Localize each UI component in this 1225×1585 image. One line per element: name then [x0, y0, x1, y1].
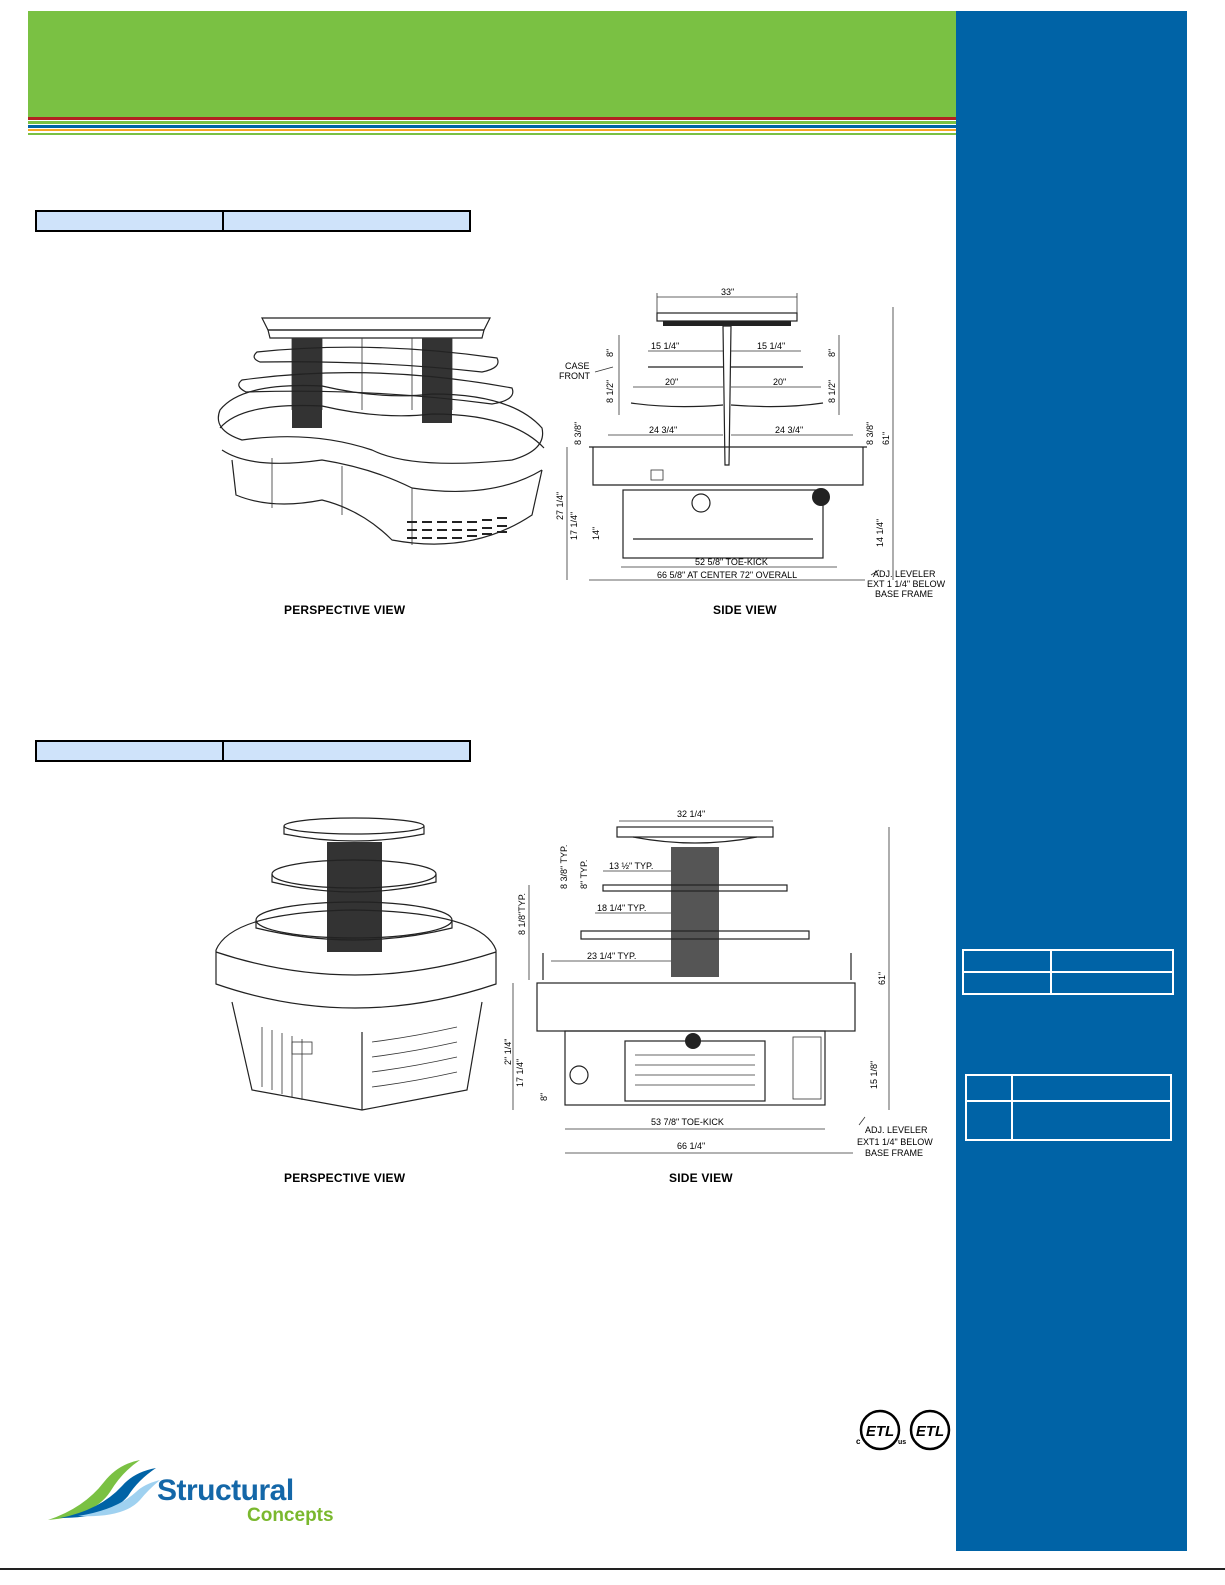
spec-cell	[35, 210, 224, 232]
etl-c: c	[856, 1437, 861, 1446]
dim-v8-left: 8"	[605, 349, 615, 357]
leveler-label-2: EXT 1 1/4" BELOW	[867, 579, 946, 589]
sidebar-table-1	[962, 949, 1174, 995]
structural-concepts-logo-mark	[48, 1460, 160, 1520]
sidebar-cell	[962, 949, 1052, 973]
dim2-shelf2: 18 1/4" TYP.	[597, 903, 646, 913]
dim2-h1518: 15 1/8"	[869, 1061, 879, 1089]
footer-rule	[0, 1568, 1225, 1570]
dim2-h8: 8"	[539, 1093, 549, 1101]
spec-table-2	[35, 740, 471, 762]
case-front-label-2: FRONT	[559, 371, 590, 381]
dim-overall-width: 66 5/8" AT CENTER 72" OVERALL	[657, 570, 797, 580]
etl-certification-marks: ETL ETL c us	[856, 1409, 951, 1451]
sidebar-cell	[1011, 1100, 1172, 1141]
perspective-view-drawing-2	[215, 817, 497, 1111]
dim2-v818: 8 1/8"TYP.	[517, 893, 527, 935]
logo-text-structural: Structural	[157, 1474, 294, 1507]
dim-shelf2-right: 20"	[773, 377, 786, 387]
sidebar-cell	[1050, 971, 1174, 995]
dim-shelf1-left: 15 1/4"	[651, 341, 679, 351]
dim2-h214: 2" 1/4"	[503, 1039, 513, 1065]
sidebar-cell	[1011, 1074, 1172, 1102]
dim-v8half-left: 8 1/2"	[605, 380, 615, 403]
perspective-view-drawing-1	[217, 317, 545, 545]
dim2-shelf3: 23 1/4" TYP.	[587, 951, 636, 961]
spec-cell	[35, 740, 224, 762]
dim-shelf3-right: 24 3/4"	[775, 425, 803, 435]
dim-shelf1-right: 15 1/4"	[757, 341, 785, 351]
dim2-overall-height: 61"	[877, 972, 887, 985]
side-caption-2: SIDE VIEW	[669, 1171, 733, 1185]
case-front-label-1: CASE	[565, 361, 590, 371]
etl-mark-2: ETL	[916, 1423, 944, 1440]
header-banner	[28, 11, 956, 117]
leveler-label-3: BASE FRAME	[875, 589, 933, 599]
spec-cell	[222, 740, 471, 762]
leveler-label-1: ADJ. LEVELER	[873, 569, 936, 579]
leveler2-label-1: ADJ. LEVELER	[865, 1125, 928, 1135]
dim2-v838: 8 3/8" TYP.	[559, 845, 569, 889]
leveler2-label-3: BASE FRAME	[865, 1148, 923, 1158]
dim-h27: 27 1/4"	[555, 492, 565, 520]
dim-v838-right: 8 3/8"	[865, 422, 875, 445]
sidebar-cell	[965, 1100, 1013, 1141]
etl-mark-1: ETL	[866, 1423, 894, 1440]
dim-overall-height: 61"	[881, 432, 891, 445]
side-caption-1: SIDE VIEW	[713, 603, 777, 617]
dim2-top-width: 32 1/4"	[677, 809, 705, 819]
spec-cell	[222, 210, 471, 232]
spec-table-1	[35, 210, 471, 232]
perspective-caption-2: PERSPECTIVE VIEW	[284, 1171, 406, 1185]
perspective-caption-1: PERSPECTIVE VIEW	[284, 603, 406, 617]
side-view-drawing-2: 32 1/4" 13 ½" TYP. 18 1/4" TYP. 23 1/4" …	[503, 809, 933, 1158]
dim-v8half-right: 8 1/2"	[827, 380, 837, 403]
header-stripes	[28, 117, 1187, 139]
dim-shelf2-left: 20"	[665, 377, 678, 387]
dim2-h17: 17 1/4"	[515, 1059, 525, 1087]
sidebar-cell	[1050, 949, 1174, 973]
dim2-shelf1: 13 ½" TYP.	[609, 861, 653, 871]
sidebar-panel	[956, 11, 1187, 1551]
sidebar-cell	[965, 1074, 1013, 1102]
dim-top-width: 33"	[721, 287, 734, 297]
sidebar-cell	[962, 971, 1052, 995]
etl-us: us	[898, 1439, 906, 1446]
dim2-v8: 8" TYP.	[579, 860, 589, 889]
dim2-toe-kick: 53 7/8" TOE-KICK	[651, 1117, 724, 1127]
logo-text-concepts: Concepts	[247, 1505, 334, 1526]
side-view-drawing-1: 33" 15 1/4" 15 1/4" 20" 20" 24 3/4" 24 3…	[555, 287, 946, 599]
dim-shelf3-left: 24 3/4"	[649, 425, 677, 435]
dim-h14: 14"	[591, 527, 601, 540]
dim2-overall-width: 66 1/4"	[677, 1141, 705, 1151]
sidebar-table-2	[965, 1074, 1172, 1141]
dim-v838-left: 8 3/8"	[573, 422, 583, 445]
leveler2-label-2: EXT1 1/4" BELOW	[857, 1137, 933, 1147]
dim-v8-right: 8"	[827, 349, 837, 357]
dim-h17: 17 1/4"	[569, 512, 579, 540]
dim-h14-1-4: 14 1/4"	[875, 519, 885, 547]
dim-toe-kick: 52 5/8" TOE-KICK	[695, 557, 768, 567]
